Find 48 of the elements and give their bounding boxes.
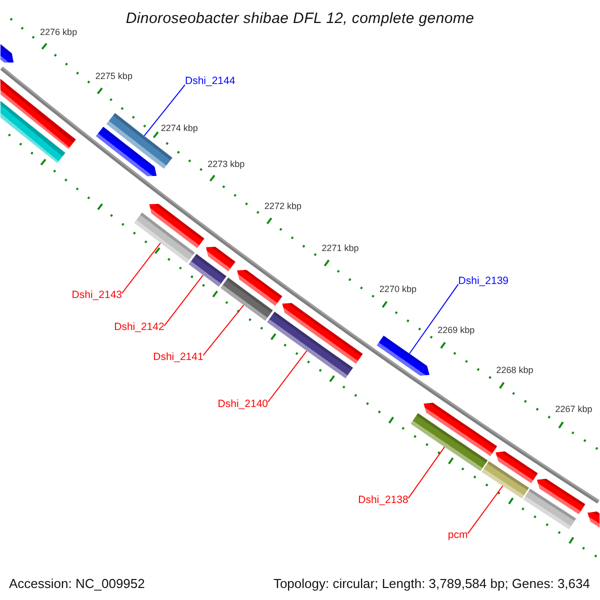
gene-bar — [0, 100, 66, 164]
tick-label: 2274 kbp — [160, 122, 198, 133]
gene-bar — [523, 488, 576, 530]
gene-block — [96, 126, 157, 176]
tick-label: 2269 kbp — [438, 325, 475, 336]
gene-block — [536, 478, 586, 514]
gene-label: Dshi_2143 — [72, 288, 122, 301]
gene-label: Dshi_2144 — [185, 75, 236, 88]
gene-bar — [266, 312, 354, 378]
tick-label: 2270 kbp — [379, 284, 416, 294]
leader-line — [164, 274, 204, 326]
gene-block — [0, 44, 14, 63]
tick-label: 2273 kbp — [208, 158, 245, 168]
tick-label: 2275 kbp — [95, 71, 132, 82]
accession-text: Accession: NC_009952 — [9, 576, 145, 590]
gene-bar — [188, 254, 226, 287]
gene-block — [496, 451, 538, 484]
gene-block — [424, 402, 498, 456]
tick-label: 2267 kbp — [555, 404, 592, 414]
gene-label: Dshi_2138 — [358, 494, 408, 506]
gene-block — [237, 270, 282, 306]
tick-label: 2271 kbp — [322, 243, 359, 254]
leader-line — [122, 242, 161, 294]
tick-label: 2276 kbp — [40, 27, 78, 38]
leader-line — [467, 485, 504, 534]
gene-label: Dshi_2141 — [153, 350, 204, 363]
gene-label: Dshi_2140 — [218, 398, 268, 410]
gene-label: Dshi_2142 — [114, 321, 164, 334]
title: Dinoroseobacter shibae DFL 12, complete genome — [126, 10, 474, 27]
leader-line — [408, 284, 459, 354]
tick-label: 2272 kbp — [264, 201, 302, 212]
gene-block — [0, 78, 76, 149]
gene-label: Dshi_2139 — [458, 274, 508, 287]
genome-stats-text: Topology: circular; Length: 3,789,584 bp; Genes: 3,634 — [273, 576, 590, 590]
gene-bar — [410, 413, 488, 472]
gene-block — [206, 246, 236, 272]
gene-block — [588, 512, 600, 528]
gene-bar — [220, 278, 273, 321]
gene-block — [376, 336, 430, 376]
gene-block — [282, 302, 363, 364]
gene-bar — [482, 461, 530, 499]
gene-bar — [134, 212, 195, 263]
leader-line — [144, 84, 186, 136]
gene-block — [149, 204, 204, 248]
leader-line — [408, 446, 446, 499]
leader-line — [202, 304, 244, 356]
tick-label: 2268 kbp — [496, 365, 534, 376]
gene-label: pcm — [448, 529, 468, 542]
